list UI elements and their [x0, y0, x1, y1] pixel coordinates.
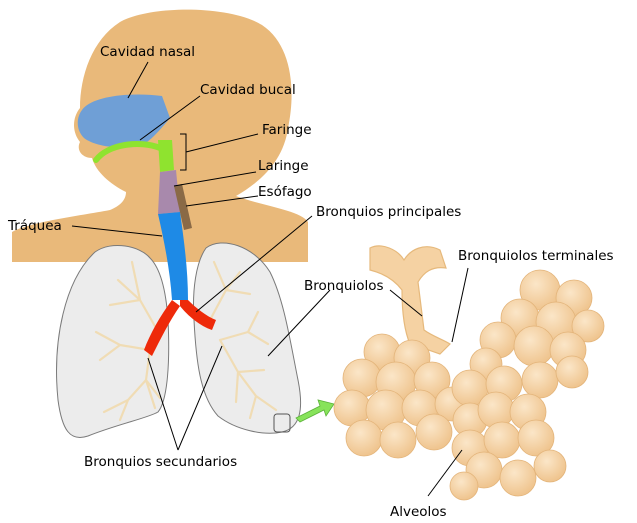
alveolus	[450, 472, 478, 500]
pharynx	[158, 140, 174, 172]
label-oral-cavity: Cavidad bucal	[200, 82, 296, 98]
label-secondary-bronchi: Bronquios secundarios	[84, 454, 237, 470]
label-alveoli: Alveolos	[390, 504, 447, 520]
alveolus	[416, 414, 452, 450]
label-terminal-bronchioles: Bronquiolos terminales	[458, 248, 614, 264]
label-pharynx: Faringe	[262, 122, 312, 138]
alveolus	[500, 460, 536, 496]
label-esophagus: Esófago	[258, 184, 312, 200]
alveoli-cluster	[334, 270, 604, 500]
alveolus	[346, 420, 382, 456]
label-larynx: Laringe	[258, 158, 309, 174]
label-bronchioles: Bronquiolos	[304, 278, 384, 294]
alveolus	[380, 422, 416, 458]
alveolus	[556, 356, 588, 388]
alveolus	[522, 362, 558, 398]
label-trachea: Tráquea	[7, 218, 62, 234]
label-nasal-cavity: Cavidad nasal	[100, 44, 195, 60]
alveolus	[534, 450, 566, 482]
alveolus	[514, 326, 554, 366]
zoom-arrow	[296, 400, 334, 422]
label-main-bronchi: Bronquios principales	[316, 204, 461, 220]
alveolus	[478, 392, 514, 428]
